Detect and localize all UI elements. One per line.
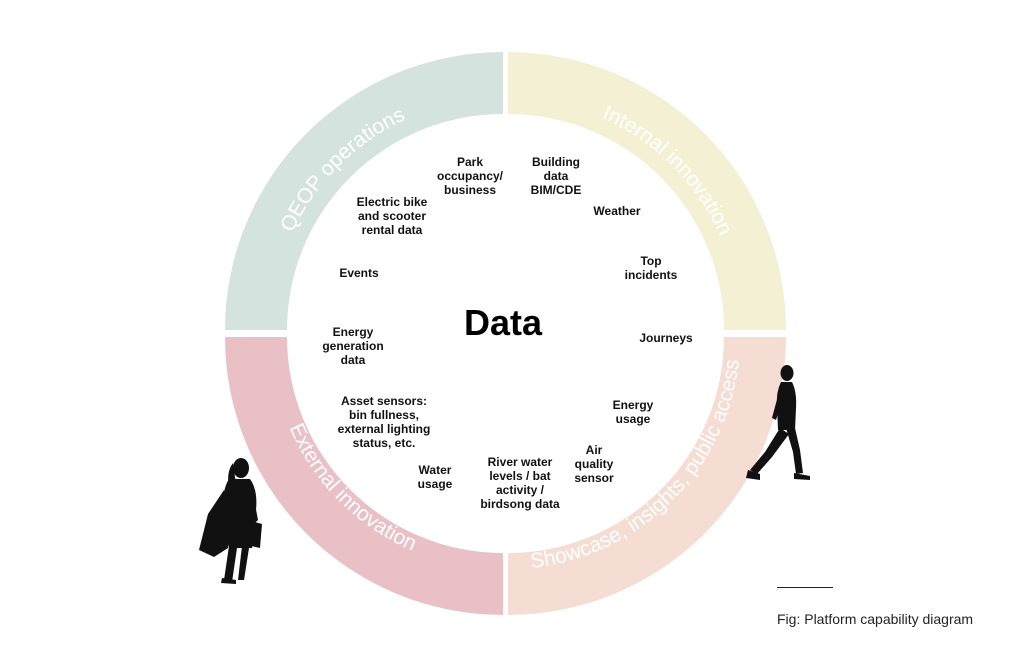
data-item-line: quality	[575, 457, 614, 471]
data-item-line: Park	[457, 155, 483, 169]
data-item-line: River water	[488, 455, 553, 469]
quadrant-ring	[225, 52, 786, 615]
data-item-line: Asset sensors:	[341, 394, 427, 408]
walking-person-silhouette	[746, 365, 810, 480]
caption-rule	[777, 587, 833, 588]
quadrant-external-innovation	[225, 337, 503, 615]
data-item-line: Electric bike	[357, 195, 428, 209]
data-item-line: and scooter	[358, 209, 426, 223]
data-item-line: usage	[418, 477, 453, 491]
data-item-line: data	[341, 353, 366, 367]
quadrant-internal-innovation	[508, 52, 786, 330]
data-item-line: status, etc.	[353, 436, 416, 450]
data-item-line: Energy	[333, 325, 374, 339]
data-item-line: rental data	[362, 223, 423, 237]
data-item-line: usage	[616, 412, 651, 426]
data-item-line: sensor	[574, 471, 614, 485]
data-item-line: occupancy/	[437, 169, 504, 183]
data-item-line: incidents	[625, 268, 678, 282]
data-item-journeys: Journeys	[639, 331, 693, 345]
data-item-line: levels / bat	[489, 469, 550, 483]
data-item-line: Air	[586, 443, 603, 457]
data-item-line: BIM/CDE	[531, 183, 582, 197]
person-with-bags-silhouette	[199, 458, 262, 584]
data-item-line: birdsong data	[480, 497, 560, 511]
data-item-line: Events	[339, 266, 379, 280]
data-item-line: Journeys	[639, 331, 693, 345]
data-item-weather: Weather	[593, 204, 640, 218]
figure-caption: Fig: Platform capability diagram	[777, 611, 974, 627]
data-item-line: Energy	[613, 398, 654, 412]
data-item-line: Building	[532, 155, 580, 169]
center-label: Data	[464, 302, 543, 343]
data-item-line: data	[544, 169, 569, 183]
data-item-line: activity /	[496, 483, 545, 497]
data-item-line: bin fullness,	[349, 408, 419, 422]
quadrant-qeop-operations	[225, 52, 503, 330]
data-item-asset-sensors: Asset sensors:bin fullness,external ligh…	[338, 394, 431, 450]
data-item-line: Weather	[593, 204, 640, 218]
data-item-line: generation	[322, 339, 383, 353]
data-item-line: external lighting	[338, 422, 431, 436]
data-item-line: business	[444, 183, 496, 197]
data-item-events: Events	[339, 266, 379, 280]
data-item-line: Water	[419, 463, 452, 477]
quadrant-showcase-insights	[508, 337, 786, 615]
data-item-line: Top	[640, 254, 661, 268]
